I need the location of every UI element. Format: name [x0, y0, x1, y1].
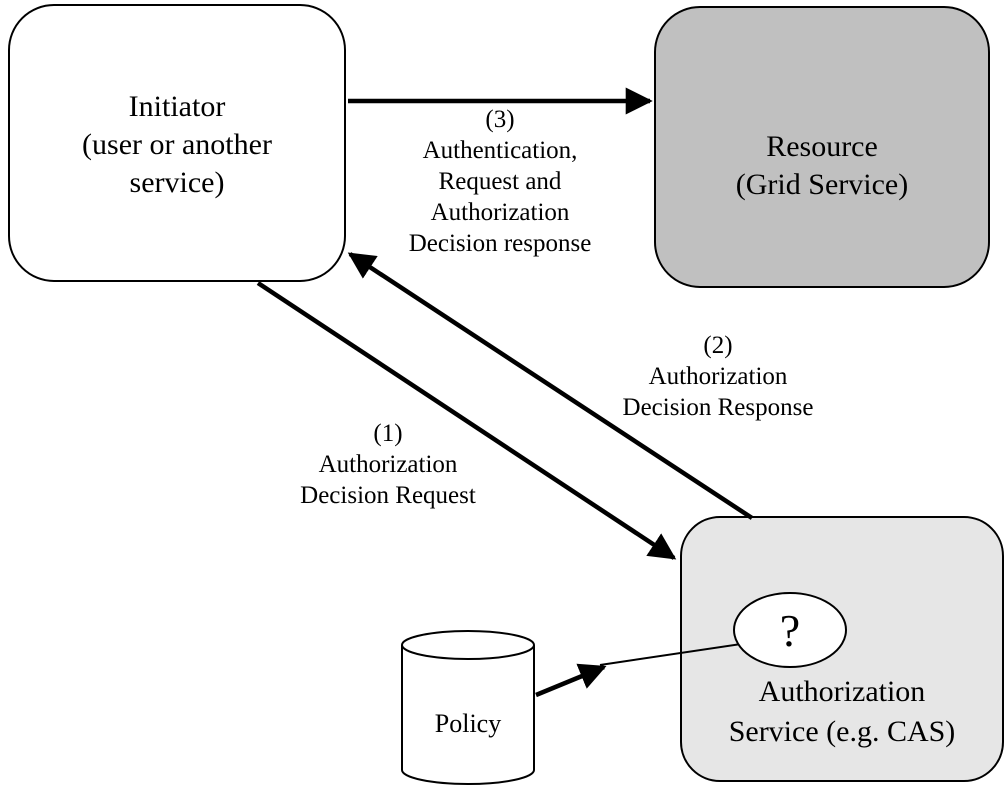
step3-line4: Decision response: [408, 230, 592, 257]
initiator-label: Initiator (user or another service): [8, 88, 346, 202]
authorization-service-node: [680, 516, 1004, 782]
step1-line2: Decision Request: [300, 482, 476, 509]
authorization-service-label-line2: Service (e.g. CAS): [728, 715, 956, 748]
step2-line1: Authorization: [648, 363, 788, 390]
policy-label: Policy: [435, 709, 501, 738]
step2-number: (2): [703, 332, 733, 359]
step2-line2: Decision Response: [622, 394, 814, 421]
authorization-service-label: Authorization Service (e.g. CAS): [680, 672, 1004, 752]
initiator-label-line1: Initiator: [128, 90, 226, 123]
resource-label-line2: (Grid Service): [735, 168, 909, 201]
step1-line1: Authorization: [318, 451, 458, 478]
arrow-step2: [347, 252, 754, 520]
decision-symbol: ?: [780, 605, 800, 656]
authorization-service-label-line1: Authorization: [758, 675, 926, 708]
arrow-policy-thick: [535, 663, 607, 698]
initiator-label-line3: service): [129, 166, 225, 199]
step3-line1: Authentication,: [422, 137, 578, 164]
step3-number: (3): [485, 106, 515, 133]
resource-label-line1: Resource: [766, 130, 878, 163]
initiator-label-line2: (user or another: [82, 128, 272, 161]
step1-label: (1) Authorization Decision Request: [278, 418, 498, 511]
step2-label: (2) Authorization Decision Response: [608, 330, 828, 423]
arrow-step1: [256, 281, 677, 560]
step3-line2: Request and: [438, 168, 562, 195]
resource-label: Resource (Grid Service): [654, 128, 990, 204]
step1-number: (1): [373, 420, 403, 447]
initiator-node: [8, 4, 346, 282]
decision-ellipse: [733, 592, 847, 668]
policy-database-icon: [401, 630, 535, 785]
step3-line3: Authorization: [430, 199, 570, 226]
step3-label: (3) Authentication, Request and Authoriz…: [360, 104, 640, 259]
resource-node: [654, 6, 990, 288]
